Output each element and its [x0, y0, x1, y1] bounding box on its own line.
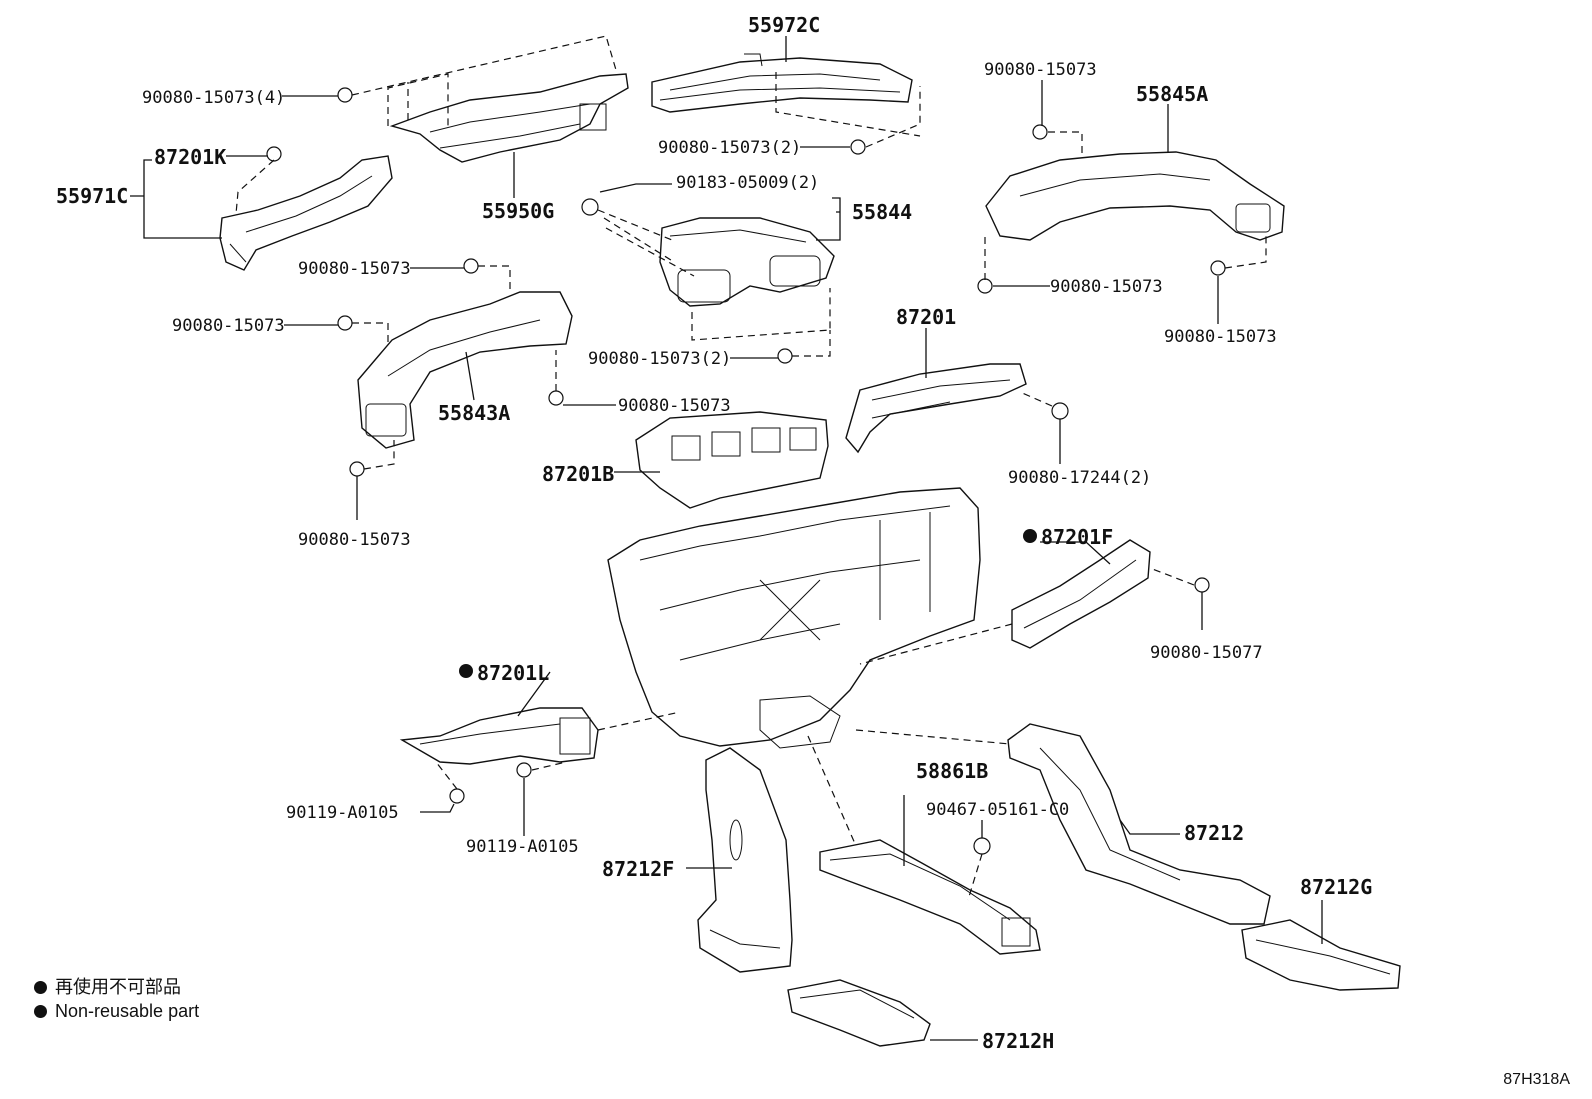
legend-row-jp: 再使用不可部品	[34, 975, 199, 999]
bolt-icon	[1032, 124, 1048, 140]
label-90183-05009: 90183-05009(2)	[676, 173, 819, 193]
clip-icon	[973, 837, 991, 855]
leader-lines	[130, 36, 1323, 1041]
label-55971c: 55971C	[56, 184, 128, 208]
label-55845a: 55845A	[1136, 82, 1208, 106]
bolt-icon	[850, 139, 866, 155]
label-55843a: 55843A	[438, 401, 510, 425]
part-labels: 55972C 90080-15073(4) 87201K 55971C 5595…	[56, 13, 1372, 1053]
part-55971c-duct	[219, 155, 393, 271]
legend-row-en: Non-reusable part	[34, 999, 199, 1023]
label-90080-15073-2a: 90080-15073(2)	[658, 138, 801, 158]
label-90080-15073-center: 90080-15073	[618, 396, 731, 416]
label-87212: 87212	[1184, 821, 1244, 845]
label-90080-15073-top-right: 90080-15073	[984, 60, 1097, 80]
clip-icon	[581, 198, 599, 216]
bolt-icon	[1194, 577, 1210, 593]
label-87201k: 87201K	[154, 145, 226, 169]
part-58861b-duct	[819, 839, 1041, 955]
label-87201b: 87201B	[542, 462, 614, 486]
label-90119-a0105-a: 90119-A0105	[286, 803, 399, 823]
part-87212h-duct	[787, 979, 931, 1047]
label-90080-15073-right-mid: 90080-15073	[1050, 277, 1163, 297]
label-87201f: 87201F	[1041, 525, 1113, 549]
bolt-icon	[548, 390, 564, 406]
part-87212g-duct	[1241, 919, 1401, 991]
label-90080-15073-lower-left: 90080-15073	[298, 530, 411, 550]
label-55972c: 55972C	[748, 13, 820, 37]
label-90080-15073-right-low: 90080-15073	[1164, 327, 1277, 347]
part-55843a-side-duct	[357, 291, 573, 449]
label-87212g: 87212G	[1300, 875, 1372, 899]
part-55844-center-register	[659, 217, 835, 307]
screw-icon	[266, 146, 282, 162]
non-reusable-dot-icon	[34, 1005, 47, 1018]
label-90080-15077: 90080-15077	[1150, 643, 1263, 663]
bolt-icon	[1210, 260, 1226, 276]
bolt-icon	[977, 278, 993, 294]
label-55844: 55844	[852, 200, 912, 224]
part-87212-duct	[1007, 723, 1271, 925]
non-reusable-marker-icon	[1023, 529, 1037, 543]
figure-code: 87H318A	[1503, 1071, 1570, 1088]
part-87201f-duct	[1011, 539, 1151, 649]
label-90080-15073-left2: 90080-15073	[172, 316, 285, 336]
assembly-lines	[235, 35, 1267, 901]
label-90119-a0105-b: 90119-A0105	[466, 837, 579, 857]
part-87212f-rear-duct	[697, 747, 793, 973]
part-55972c-defroster-duct	[651, 53, 913, 113]
non-reusable-marker-icon	[459, 664, 473, 678]
label-90080-15073-4: 90080-15073(4)	[142, 88, 285, 108]
label-58861b: 58861B	[916, 759, 988, 783]
label-90080-15073-2b: 90080-15073(2)	[588, 349, 731, 369]
bolt-icon	[516, 762, 532, 778]
legend-en-text: Non-reusable part	[55, 1001, 200, 1021]
part-hvac-unit	[607, 487, 981, 749]
bolt-icon	[463, 258, 479, 274]
label-90080-17244: 90080-17244(2)	[1008, 468, 1151, 488]
legend-jp-text: 再使用不可部品	[55, 977, 181, 997]
part-87201-duct	[845, 363, 1027, 454]
label-87212h: 87212H	[982, 1029, 1054, 1053]
bolt-icon	[449, 788, 465, 804]
part-55950g-duct	[389, 73, 629, 163]
label-55950g: 55950G	[482, 199, 554, 223]
fastener-group	[266, 87, 1226, 855]
part-55845a-side-duct	[985, 151, 1285, 241]
bolt-icon	[777, 348, 793, 364]
label-90467-05161-c0: 90467-05161-C0	[926, 800, 1069, 820]
label-87212f: 87212F	[602, 857, 674, 881]
bolt-icon	[337, 87, 353, 103]
part-87201l-duct	[399, 707, 599, 765]
part-87201b-vent-assembly	[635, 411, 829, 509]
bolt-icon	[349, 461, 365, 477]
bolt-icon	[337, 315, 353, 331]
non-reusable-dot-icon	[34, 981, 47, 994]
label-90080-15073-left1: 90080-15073	[298, 259, 411, 279]
nut-icon	[1051, 402, 1069, 420]
label-87201l: 87201L	[477, 661, 549, 685]
label-87201: 87201	[896, 305, 956, 329]
legend: 再使用不可部品 Non-reusable part	[34, 975, 199, 1023]
